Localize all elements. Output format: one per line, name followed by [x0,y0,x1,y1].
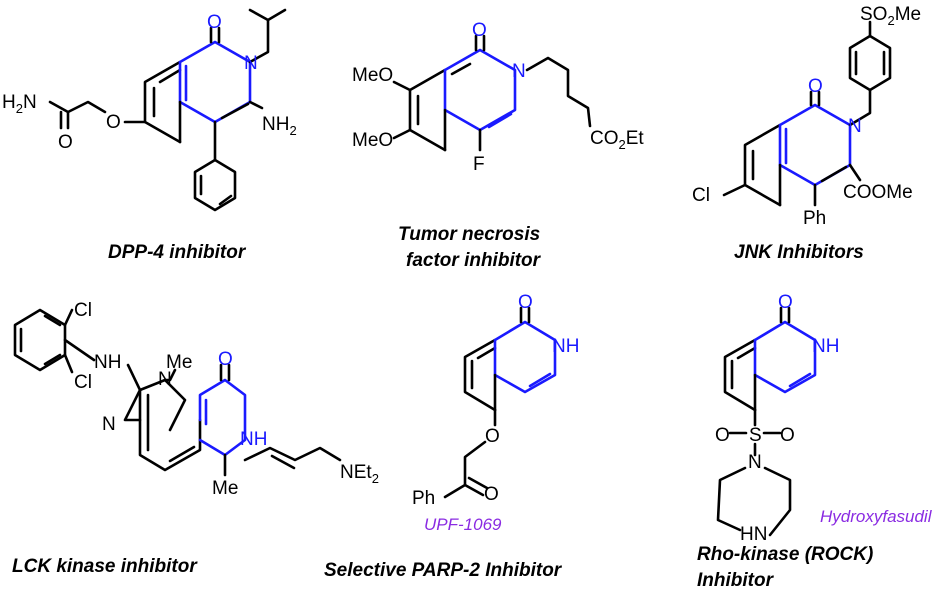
atom-nh2: NH2 [262,114,297,138]
atom-o-top: O [518,292,533,313]
atom-nh-link: NH [94,352,121,373]
atom-labels-dpp4: O N NH2 H2N O O [2,12,297,153]
atom-labels-parp2: O NH O Ph O [412,292,579,509]
atom-o-keto: O [484,484,499,505]
structure-jnk [722,20,892,207]
drug-name-hydroxyfasudil: Hydroxyfasudil [820,507,933,526]
caption-dpp4: DPP-4 inhibitor [108,242,247,263]
atom-n-me: N [158,369,172,390]
atom-o-top: O [207,12,222,33]
atom-hn: HN [740,524,767,545]
caption-lck: LCK kinase inhibitor [12,556,198,577]
caption-tnf-line2: factor inhibitor [406,250,542,271]
atom-nh: NH [812,336,839,357]
atom-h2n: H2N [2,92,37,116]
atom-o-ether: O [485,426,500,447]
atom-o-left: O [715,425,730,446]
atom-n-ring: N [102,414,116,435]
highlight-ring [493,320,557,394]
atom-o-top: O [218,349,233,370]
atom-s: S [749,425,762,446]
atom-o-amide: O [58,132,73,153]
atom-coome: COOMe [843,182,913,203]
atom-o-right: O [780,425,795,446]
atom-labels-tnf: O N MeO MeO F CO2Et [352,20,644,175]
atom-cl: Cl [692,185,710,206]
caption-rock-line1: Rho-kinase (ROCK) [697,544,873,565]
atom-nh: NH [552,336,579,357]
atom-o-top: O [778,292,793,313]
atom-cl-top: Cl [74,300,92,321]
atom-meo-2: MeO [352,130,393,151]
atom-f: F [473,154,485,175]
atom-n: N [244,53,258,74]
structure-parp2 [443,306,557,499]
atom-co2et: CO2Et [590,128,644,152]
structure-lck [13,308,342,477]
caption-rock-line2: Inhibitor [697,570,775,591]
atom-ph: Ph [412,488,435,509]
atom-nh-lactam: NH [240,429,267,450]
highlight-ring [778,103,852,187]
drug-name-upf1069: UPF-1069 [424,515,502,534]
structure-rock [716,306,817,537]
atom-labels-lck: Cl Cl NH N Me N O NH NEt2 Me [74,300,379,499]
atom-me-top: Me [166,352,192,373]
atom-labels-jnk: SO2Me O N Cl Ph COOMe [692,4,921,229]
highlight-ring [753,320,817,394]
atom-o-top: O [472,20,487,41]
structure-tnf [392,34,592,152]
atom-o-ether: O [106,112,121,133]
atom-n-ring: N [748,452,762,473]
structure-dpp4 [48,8,287,212]
caption-tnf-line1: Tumor necrosis [398,224,540,245]
caption-jnk: JNK Inhibitors [734,242,864,263]
atom-so2me: SO2Me [860,4,921,28]
atom-n: N [848,116,862,137]
atom-me-bot: Me [212,478,238,499]
atom-ph: Ph [803,208,826,229]
atom-net2: NEt2 [340,462,379,486]
atom-meo-1: MeO [352,65,393,86]
atom-labels-rock: O NH S O O N HN [715,292,839,545]
caption-parp2: Selective PARP-2 Inhibitor [324,560,563,581]
atom-cl-bot: Cl [74,372,92,393]
atom-o-top: O [808,76,823,97]
atom-n: N [512,61,526,82]
